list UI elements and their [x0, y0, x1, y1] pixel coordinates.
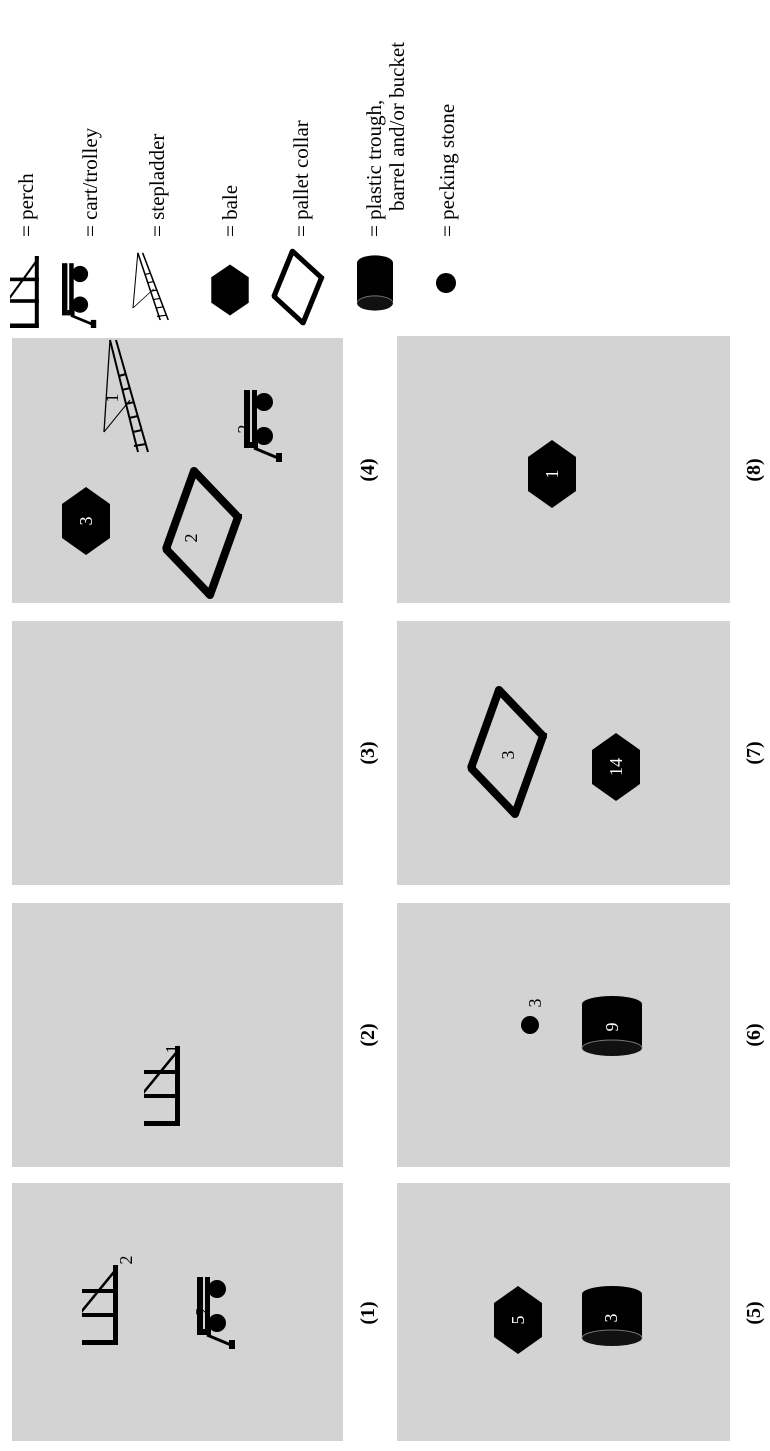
legend-stepladder-label: = stepladder: [145, 133, 169, 237]
panel-6-items: 3 9: [521, 995, 643, 1057]
pallet-collar-count: 2: [181, 534, 201, 543]
pecking-stone-icon: [436, 273, 456, 293]
legend-trough-label: = plastic trough, barrel and/or bucket: [362, 41, 409, 237]
panel-label-2: (2): [356, 1023, 379, 1047]
panel-8-items: 1: [528, 440, 576, 508]
pallet-collar-icon: [272, 249, 324, 326]
cart-count: 2: [192, 1307, 212, 1316]
panel-2: 1: [12, 903, 343, 1167]
stepladder-count: 1: [102, 394, 122, 403]
panel-4: 3 1 2 2: [12, 338, 343, 603]
panel-7: 3 14: [397, 621, 730, 885]
bale-icon: [211, 264, 249, 316]
bale-count: 3: [76, 517, 96, 526]
panel-1: 2 2: [12, 1183, 343, 1441]
legend-bale-label: = bale: [218, 184, 242, 237]
pecking-stone-icon: [521, 1016, 539, 1034]
panel-label-3: (3): [356, 741, 379, 765]
panel-5: 5 3: [397, 1183, 730, 1441]
perch-icon: 2 2: [82, 1256, 237, 1351]
perch-count: 2: [116, 1256, 136, 1265]
pallet-collar-icon: [163, 467, 242, 599]
panel-3: [12, 621, 343, 885]
panel-label-4: (4): [356, 458, 379, 482]
bale-count: 1: [542, 470, 562, 479]
trough-count: 3: [601, 1314, 621, 1323]
cart-trolley-icon: [60, 261, 98, 330]
cart-count: 2: [234, 425, 254, 434]
legend-cart-label: = cart/trolley: [78, 127, 102, 237]
panel-6: 3 9: [397, 903, 730, 1167]
trough-count: 9: [602, 1023, 622, 1032]
bale-count: 5: [508, 1316, 528, 1325]
panel-7-items: 3 14: [397, 621, 640, 885]
perch-icon: 1: [144, 1045, 182, 1126]
panel-label-1: (1): [356, 1301, 379, 1325]
panel-label-8: (8): [742, 458, 765, 482]
stepladder-icon: [132, 252, 169, 321]
legend-pallet-collar-label: = pallet collar: [289, 120, 313, 237]
perch-count: 1: [162, 1045, 182, 1054]
trough-icon: [356, 254, 394, 312]
panel-label-6: (6): [742, 1023, 765, 1047]
legend-pecking-stone-label: = pecking stone: [435, 103, 459, 237]
pallet-collar-count: 3: [498, 751, 518, 760]
panel-8: 1: [397, 336, 730, 603]
panel-label-5: (5): [742, 1301, 765, 1325]
panel-5-items: 5 3: [494, 1285, 643, 1354]
bale-count: 14: [606, 758, 626, 776]
panel-label-7: (7): [742, 741, 765, 765]
pecking-stone-count: 3: [525, 999, 545, 1008]
perch-icon: [10, 256, 39, 328]
legend-symbols: [10, 0, 456, 330]
panel-4-items: 3 1 2 2: [62, 339, 284, 603]
legend-perch-label: = perch: [14, 173, 38, 237]
